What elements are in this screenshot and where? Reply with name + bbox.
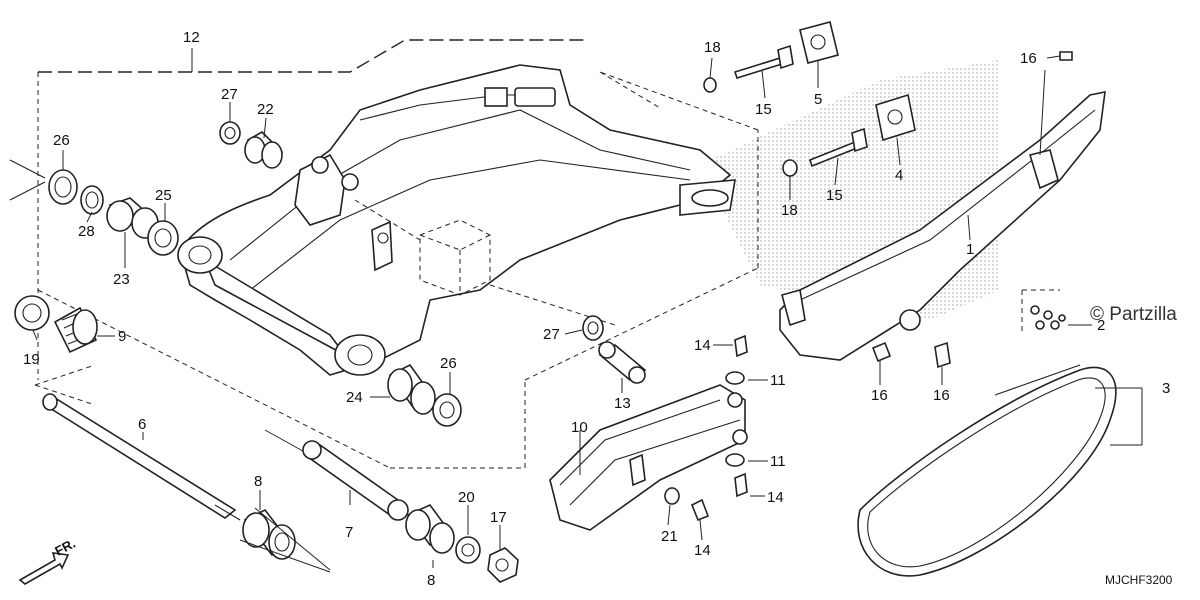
left-pivot-parts [9, 159, 179, 256]
watermark: © Partzilla [1090, 304, 1177, 325]
drive-chain [857, 364, 1143, 577]
callout-14-top: 14 [694, 337, 711, 354]
callout-labels: 12 27 22 26 25 28 23 9 19 6 8 7 8 20 17 … [23, 29, 1170, 589]
callout-18-middle: 18 [781, 202, 798, 219]
chain-case [779, 90, 1106, 361]
front-direction-arrow [18, 552, 70, 585]
callout-28: 28 [78, 223, 95, 240]
callout-6: 6 [138, 416, 146, 433]
callout-22: 22 [257, 101, 274, 118]
callout-25: 25 [155, 187, 172, 204]
leader-lines [32, 55, 1061, 568]
callout-14-bottom: 14 [694, 542, 711, 559]
callout-23: 23 [113, 271, 130, 288]
callout-20: 20 [458, 489, 475, 506]
callout-3: 3 [1162, 380, 1170, 397]
pivot-axle [34, 364, 241, 521]
diagram-code: MJCHF3200 [1105, 573, 1173, 587]
callout-21: 21 [661, 528, 678, 545]
callout-1: 1 [966, 241, 974, 258]
callout-16-top: 16 [1020, 50, 1037, 67]
swingarm [177, 64, 736, 376]
bearing-set-bottom [387, 363, 462, 427]
chain-slider [549, 384, 748, 531]
callout-15-middle: 15 [826, 187, 843, 204]
callout-19: 19 [23, 351, 40, 368]
collars-and-tube [239, 429, 519, 583]
callout-11-top: 11 [770, 372, 786, 389]
callout-24: 24 [346, 389, 363, 406]
callout-26-top: 26 [53, 132, 70, 149]
callout-18-top: 18 [704, 39, 721, 56]
callout-7: 7 [345, 524, 353, 541]
callout-13: 13 [614, 395, 631, 412]
callout-10: 10 [571, 419, 588, 436]
callout-8-left: 8 [254, 473, 262, 490]
callout-27-center: 27 [543, 326, 560, 343]
callout-9: 9 [118, 328, 126, 345]
callout-16-right: 16 [933, 387, 950, 404]
master-link [1021, 289, 1092, 335]
callout-16-middle: 16 [871, 387, 888, 404]
callout-2: 2 [1097, 317, 1105, 334]
collar-and-spring [14, 295, 98, 354]
callout-11-bottom: 11 [770, 453, 786, 470]
callout-8-right: 8 [427, 572, 435, 589]
bearing-set-top [219, 121, 284, 169]
callout-17: 17 [490, 509, 507, 526]
callout-5: 5 [814, 91, 822, 108]
callout-4: 4 [895, 167, 903, 184]
callout-14-right: 14 [767, 489, 784, 506]
bearing-and-spacer [582, 315, 647, 384]
fasteners [664, 21, 1073, 522]
callout-27-top: 27 [221, 86, 238, 103]
callout-12: 12 [183, 29, 200, 46]
callout-15-top: 15 [755, 101, 772, 118]
callout-26-bottom: 26 [440, 355, 457, 372]
